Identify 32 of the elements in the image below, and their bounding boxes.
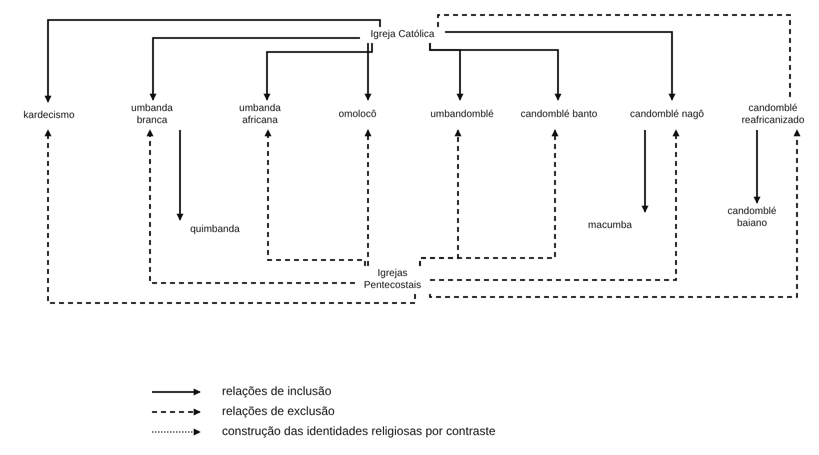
node-label: candomblé baiano	[726, 206, 778, 230]
arrow	[364, 43, 372, 101]
arrow	[364, 129, 372, 266]
arrow	[44, 129, 416, 304]
node-label: candomblé nagô	[630, 109, 704, 121]
node-label: Igrejas Pentecostais	[362, 268, 422, 292]
arrow	[642, 130, 648, 213]
node-label: candomblé banto	[520, 109, 598, 121]
node-label: Igreja Católica	[370, 29, 434, 41]
arrow	[146, 129, 355, 284]
node-label: omolocô	[338, 109, 376, 121]
legend-label: relações de inclusão	[222, 384, 332, 398]
arrow	[429, 129, 800, 298]
legend-label: relações de exclusão	[222, 404, 335, 418]
node-label: quimbanda	[190, 224, 240, 236]
arrow	[445, 31, 676, 101]
arrow	[150, 37, 360, 101]
node-label: kardecismo	[23, 110, 75, 122]
arrow	[419, 129, 558, 266]
arrow	[754, 130, 760, 204]
arrow	[429, 43, 562, 101]
arrow	[264, 129, 366, 266]
node-label: macumba	[588, 220, 632, 232]
node-label: umbandomblé	[430, 109, 494, 121]
arrow	[44, 19, 381, 103]
arrow	[264, 43, 373, 101]
node-label: umbanda branca	[130, 103, 174, 127]
arrow	[430, 129, 680, 281]
arrow	[176, 130, 184, 221]
node-label: umbanda africana	[238, 103, 282, 127]
node-label: candomblé reafricanizado	[740, 103, 806, 127]
legend-label: construção das identidades religiosas por contraste	[222, 424, 496, 438]
